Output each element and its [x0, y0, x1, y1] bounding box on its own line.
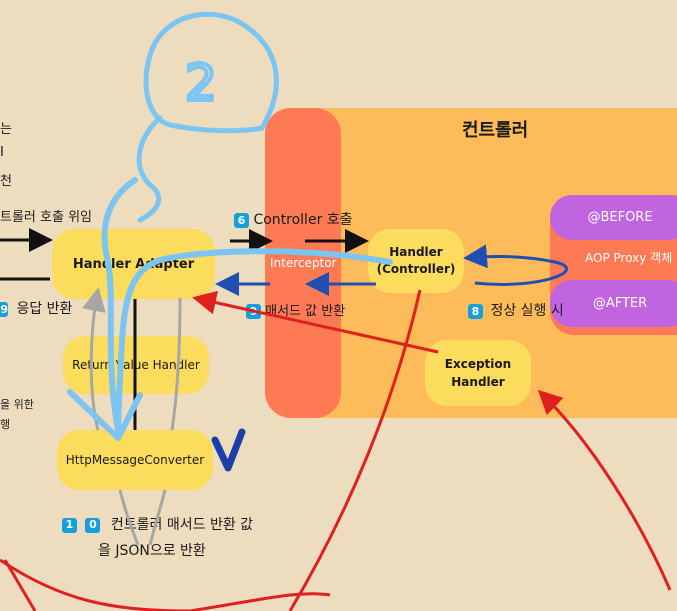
left-call-delegate: 트롤러 호출 위임	[0, 210, 92, 225]
left-response-badge: 9	[0, 301, 8, 317]
red-curve-bottom	[0, 558, 331, 611]
after-box: @AFTER	[550, 280, 677, 327]
left-partial-line2: I	[0, 145, 4, 160]
red-arrow-exception-in	[537, 389, 672, 591]
step9-text: 매서드 값 반환	[265, 304, 346, 319]
handwritten-connector	[136, 115, 163, 223]
arrow-aop-return	[463, 244, 569, 286]
step10-badge-1: 1	[62, 517, 77, 533]
interceptor-label: Interceptor	[270, 256, 337, 270]
check-mark-icon	[211, 428, 246, 472]
handwritten-arrowhead	[67, 389, 143, 441]
left-for-line1: 을 위한	[0, 398, 34, 411]
handler-line2: (Controller)	[376, 262, 456, 276]
step10-line1: 컨트롤러 매서드 반환 값	[110, 517, 254, 533]
exception-line1: Exception	[444, 357, 512, 371]
gray-line-left	[82, 287, 106, 431]
handler-line1: Handler	[389, 245, 443, 259]
step8-text: 정상 실행 시	[490, 303, 564, 319]
red-line-left	[3, 559, 37, 611]
handwritten-circle	[143, 11, 279, 134]
step10-line2: 을 JSON으로 반환	[98, 543, 206, 559]
left-response-label: 9 응답 반환	[0, 298, 72, 318]
step10-badge-0: 0	[85, 517, 101, 533]
handwritten-swoop	[115, 248, 393, 439]
gray-line-bottom	[118, 489, 140, 546]
step6-label: 6 Controller 호출	[234, 209, 353, 229]
step6-text: Controller 호출	[253, 212, 353, 228]
handwritten-big-arrow	[101, 177, 138, 433]
http-message-converter-box: HttpMessageConverter	[57, 430, 213, 490]
left-for-line2: 행	[0, 418, 11, 431]
step8-badge: 8	[468, 303, 483, 319]
step8-label: 8 정상 실행 시	[468, 300, 564, 320]
interceptor-column	[265, 108, 341, 418]
left-response-text: 응답 반환	[16, 301, 73, 317]
aop-proxy-label: AOP Proxy 객체	[585, 251, 673, 265]
exception-line2: Handler	[451, 375, 505, 389]
gray-line-bottom2	[148, 489, 167, 546]
step10-label: 1 0 컨트롤러 매서드 반환 값 을 JSON으로 반환	[62, 512, 253, 564]
exception-handler-box: Exception Handler	[425, 340, 531, 406]
red-arrow-exception	[192, 290, 439, 354]
before-box: @BEFORE	[550, 195, 677, 240]
step6-badge: 6	[234, 212, 249, 228]
controller-area-title: 컨트롤러	[462, 120, 529, 141]
red-line-handler-down	[288, 289, 422, 611]
left-partial-line1: 는	[0, 122, 12, 137]
left-partial-line3: 천	[0, 174, 12, 189]
handwritten-two: 2	[185, 54, 217, 112]
gray-line-right	[170, 297, 182, 431]
